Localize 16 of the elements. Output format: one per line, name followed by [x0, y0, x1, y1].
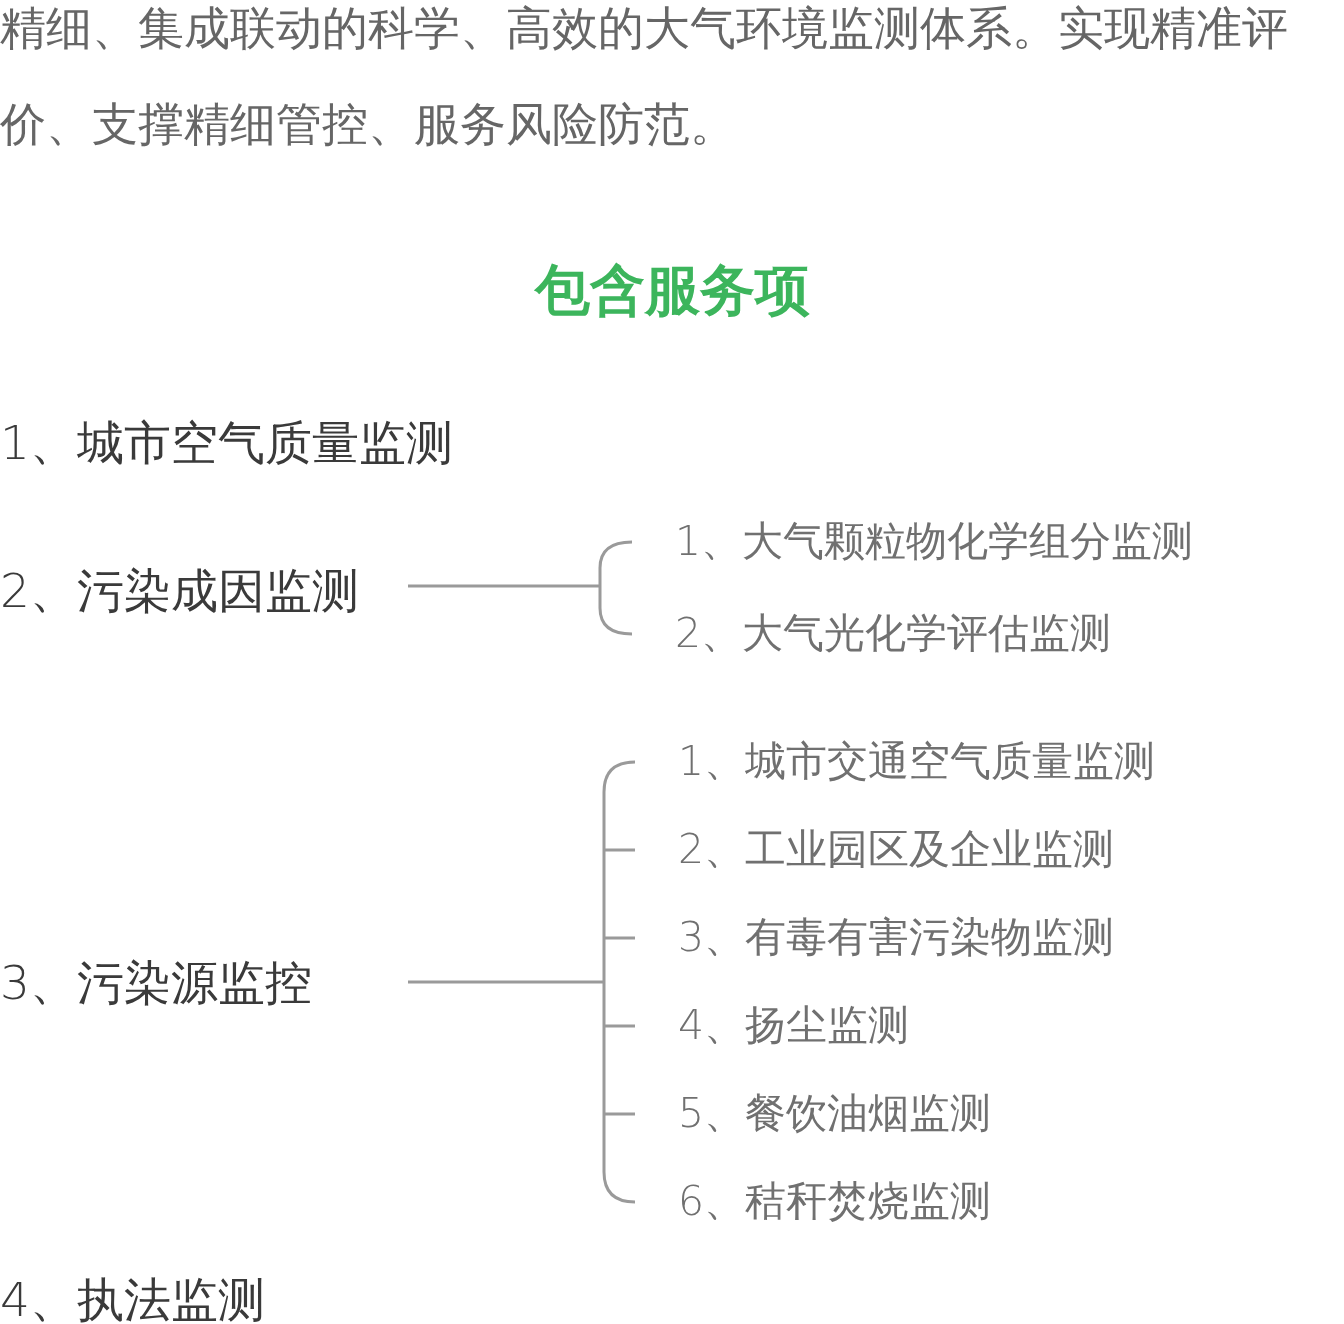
- category-label: 3、污染源监控: [0, 956, 312, 1010]
- subitem-label: 1、城市交通空气质量监测: [678, 738, 1156, 786]
- category-label: 4、执法监测: [0, 1273, 265, 1324]
- bracket-connector: [406, 540, 634, 636]
- subitem-label: 6、秸秆焚烧监测: [678, 1178, 992, 1226]
- subitem-label: 5、餐饮油烟监测: [678, 1090, 992, 1138]
- subitem-label: 2、大气光化学评估监测: [675, 610, 1112, 658]
- subitem-label: 2、工业园区及企业监测: [678, 826, 1115, 874]
- category-label: 2、污染成因监测: [0, 564, 359, 618]
- subitem-label: 3、有毒有害污染物监测: [678, 914, 1115, 962]
- intro-paragraph: 精细、集成联动的科学、高效的大气环境监测体系。实现精准评价、支撑精细管控、服务风险防范。: [0, 0, 1289, 153]
- subitem-label: 4、扬尘监测: [678, 1002, 910, 1050]
- subitem-label: 1、大气颗粒物化学组分监测: [675, 518, 1194, 566]
- bracket-connector: [406, 760, 637, 1204]
- category-label: 1、城市空气质量监测: [0, 416, 453, 470]
- section-heading: 包含服务项: [533, 258, 811, 322]
